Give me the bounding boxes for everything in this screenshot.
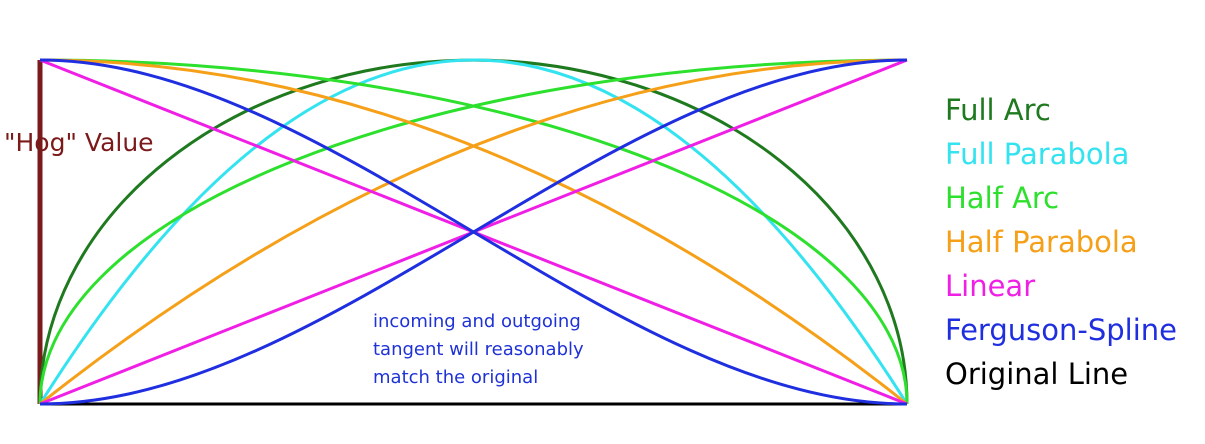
half-parabola-falling-curve [39, 58, 908, 406]
legend-item-full-arc: Full Arc [945, 93, 1051, 127]
tangent-note: incoming and outgoing tangent will reaso… [373, 308, 584, 392]
legend-item-original-line: Original Line [945, 357, 1129, 391]
legend-item-half-arc: Half Arc [945, 181, 1060, 215]
full-parabola-curve [38, 58, 909, 405]
legend-item-half-parabola: Half Parabola [945, 225, 1138, 259]
note-line: incoming and outgoing [373, 311, 581, 332]
legend: Full Arc Full Parabola Half Arc Half Par… [945, 88, 1177, 396]
ferguson-spline-falling-curve [39, 58, 908, 406]
legend-item-linear: Linear [945, 269, 1036, 303]
legend-item-ferguson-spline: Ferguson-Spline [945, 313, 1177, 347]
note-line: tangent will reasonably [373, 339, 584, 360]
hog-value-label: "Hog" Value [4, 128, 154, 157]
note-line: match the original [373, 367, 539, 388]
legend-item-full-parabola: Full Parabola [945, 137, 1130, 171]
